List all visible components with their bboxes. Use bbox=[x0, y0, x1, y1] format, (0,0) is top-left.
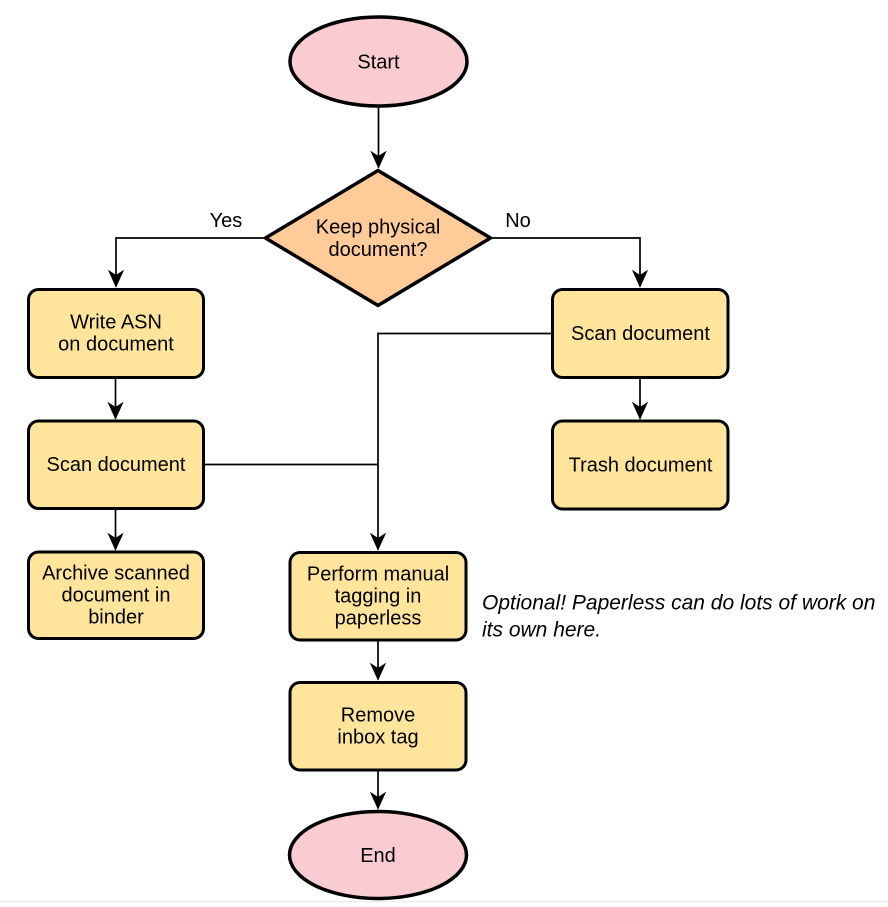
write-asn-label-line2: on document bbox=[58, 334, 174, 356]
end-ellipse bbox=[287, 809, 469, 901]
node-archive: Archive scanned document in binder bbox=[27, 550, 205, 640]
node-write-asn: Write ASN on document bbox=[27, 288, 205, 379]
node-trash: Trash document bbox=[551, 419, 730, 511]
annotation-optional: Optional! Paperless can do lots of work … bbox=[482, 592, 875, 642]
bottom-divider bbox=[0, 901, 888, 903]
node-remove-inbox: Remove inbox tag bbox=[288, 681, 468, 772]
decision-label-line2: document? bbox=[329, 239, 428, 261]
scan-right-box bbox=[551, 288, 730, 379]
start-label: Start bbox=[357, 52, 400, 74]
node-scan-right: Scan document bbox=[551, 288, 730, 379]
scan-left-label: Scan document bbox=[47, 454, 186, 476]
edges bbox=[116, 105, 641, 809]
node-start: Start bbox=[288, 15, 469, 108]
tagging-label-line3: paperless bbox=[335, 608, 422, 630]
edge-label-yes: Yes bbox=[210, 210, 243, 232]
archive-label-line3: binder bbox=[88, 607, 144, 629]
archive-box bbox=[27, 550, 205, 640]
start-ellipse bbox=[288, 15, 469, 108]
trash-label: Trash document bbox=[569, 455, 713, 477]
annotation-line1: Optional! Paperless can do lots of work … bbox=[482, 592, 875, 615]
node-decision: Keep physical document? bbox=[263, 168, 493, 308]
tagging-box bbox=[288, 551, 468, 642]
trash-box bbox=[551, 419, 730, 511]
write-asn-box bbox=[27, 288, 205, 379]
remove-inbox-label-line1: Remove bbox=[341, 705, 415, 727]
end-label: End bbox=[360, 845, 396, 867]
annotation-line2: its own here. bbox=[482, 619, 601, 642]
edge-label-no: No bbox=[505, 210, 531, 232]
write-asn-label-line1: Write ASN bbox=[70, 312, 162, 334]
archive-label-line1: Archive scanned bbox=[42, 563, 190, 585]
tagging-label-line2: tagging in bbox=[335, 586, 422, 608]
decision-label-line1: Keep physical bbox=[316, 217, 441, 239]
tagging-label-line1: Perform manual bbox=[307, 564, 449, 586]
edge-decision-no bbox=[489, 237, 641, 287]
node-scan-left: Scan document bbox=[27, 419, 205, 510]
node-tagging: Perform manual tagging in paperless bbox=[288, 551, 468, 642]
edge-scanright-to-tagging bbox=[378, 332, 552, 550]
edge-decision-yes bbox=[116, 237, 265, 287]
remove-inbox-box bbox=[288, 681, 468, 772]
scan-right-label: Scan document bbox=[571, 323, 710, 345]
remove-inbox-label-line2: inbox tag bbox=[337, 727, 418, 749]
archive-label-line2: document in bbox=[62, 585, 171, 607]
node-end: End bbox=[287, 809, 469, 901]
decision-diamond bbox=[263, 168, 493, 308]
scan-left-box bbox=[27, 419, 205, 510]
